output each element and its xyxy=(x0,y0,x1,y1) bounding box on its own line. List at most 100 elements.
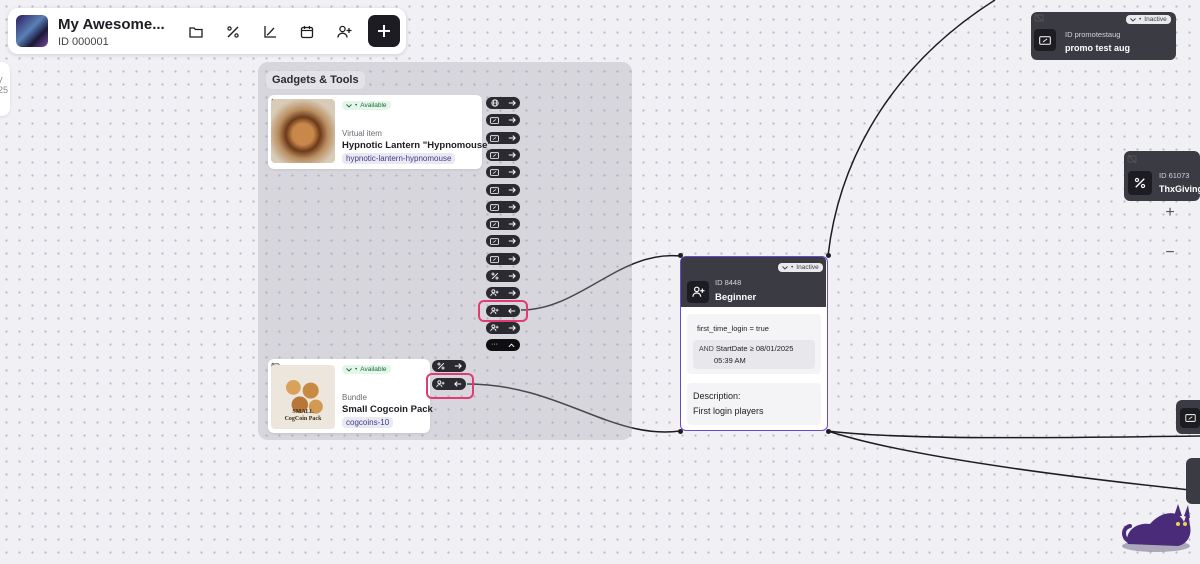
segment-header: •Inactive ID 8448 Beginner xyxy=(681,257,826,307)
node-id: ID promotestaug xyxy=(1065,30,1121,39)
arrow-right-icon xyxy=(508,325,516,331)
port-segment-top-right[interactable] xyxy=(826,253,831,258)
connector-percent[interactable] xyxy=(432,360,466,372)
project-thumbnail[interactable] xyxy=(16,15,48,47)
status-text: Inactive xyxy=(796,264,819,271)
condition-first-login: first_time_login = true xyxy=(697,324,769,333)
status-badge[interactable]: •Inactive xyxy=(1126,15,1171,24)
chevron-up-icon xyxy=(508,342,515,347)
chart-icon[interactable] xyxy=(260,22,280,42)
eye-off-icon[interactable] xyxy=(1034,13,1044,23)
percent-icon xyxy=(437,362,444,370)
coupon-icon xyxy=(490,255,500,263)
edge-text-2: 25 xyxy=(0,85,9,95)
arrow-right-icon xyxy=(508,204,516,210)
start-time-text: 05:39 AM xyxy=(714,356,746,365)
item-slug: cogcoins-10 xyxy=(342,417,394,428)
user-add-icon[interactable] xyxy=(334,22,354,42)
segment-node-beginner[interactable]: •Inactive ID 8448 Beginner first_time_lo… xyxy=(680,256,828,431)
node-name: ThxGiving xyxy=(1159,184,1200,194)
segment-conditions[interactable]: first_time_login = true AND StartDate ≥ … xyxy=(687,314,821,374)
coupon-icon xyxy=(490,203,500,211)
eye-off-icon[interactable] xyxy=(1127,154,1137,164)
condition-start-date: AND StartDate ≥ 08/01/2025 05:39 AM xyxy=(693,340,815,369)
item-card-hypnotic-lantern[interactable]: •Available Virtual item Hypnotic Lantern… xyxy=(268,95,492,169)
percent-icon[interactable] xyxy=(223,22,243,42)
item-name: Hypnotic Lantern "Hypnomouse" xyxy=(342,140,492,151)
project-title[interactable]: My Awesome... xyxy=(58,16,165,33)
connector-user-add-selected[interactable] xyxy=(432,378,466,390)
arrow-right-icon xyxy=(508,100,516,106)
zoom-in-button[interactable]: + xyxy=(1165,204,1175,221)
project-toolbar: My Awesome... ID 000001 xyxy=(8,8,406,54)
description-text: First login players xyxy=(693,406,764,416)
cat-mascot-icon[interactable] xyxy=(1118,498,1196,554)
folder-icon[interactable] xyxy=(186,22,206,42)
port-segment-top-left[interactable] xyxy=(678,253,683,258)
connector-coupon[interactable] xyxy=(486,114,520,126)
connector-coupon[interactable] xyxy=(486,166,520,178)
connector-user-add-selected[interactable] xyxy=(486,305,520,317)
arrow-right-icon xyxy=(508,221,516,227)
project-id: ID 000001 xyxy=(58,36,109,48)
offscreen-node-left[interactable]: y 25 xyxy=(0,62,10,116)
status-badge[interactable]: •Available xyxy=(342,101,391,110)
connector-coupon[interactable] xyxy=(486,235,520,247)
chevron-down-icon xyxy=(1130,17,1136,22)
globe-icon xyxy=(490,99,499,107)
arrow-right-icon xyxy=(508,152,516,158)
connector-user-add[interactable] xyxy=(486,322,520,334)
add-node-button[interactable] xyxy=(368,15,400,47)
selected-connector-frame xyxy=(426,373,474,399)
coupon-icon xyxy=(490,237,500,245)
zoom-out-button[interactable]: − xyxy=(1165,244,1175,261)
wire-segment-to-right-2 xyxy=(827,430,1191,491)
node-offscreen-right-2[interactable] xyxy=(1186,458,1200,504)
connector-coupon[interactable] xyxy=(486,184,520,196)
item-type: Virtual item xyxy=(342,129,382,138)
percent-icon xyxy=(491,272,498,280)
connector-user-add[interactable] xyxy=(486,287,520,299)
user-add-icon xyxy=(490,307,499,315)
connector-coupon[interactable] xyxy=(486,149,520,161)
arrow-right-icon xyxy=(508,187,516,193)
calendar-icon[interactable] xyxy=(297,22,317,42)
port-segment-bottom-left[interactable] xyxy=(678,429,683,434)
arrow-right-icon xyxy=(508,117,516,123)
item-slug: hypnotic-lantern-hypnomouse xyxy=(342,153,456,164)
wire-segment-to-promo xyxy=(827,0,996,257)
percent-icon xyxy=(1128,171,1152,195)
status-badge[interactable]: •Available xyxy=(342,365,391,374)
connector-globe[interactable] xyxy=(486,97,520,109)
node-thxgiving[interactable]: ID 61073 ThxGiving xyxy=(1124,151,1200,201)
arrow-right-icon xyxy=(508,273,516,279)
segment-description[interactable]: Description: First login players xyxy=(687,383,821,425)
arrow-left-icon xyxy=(453,381,461,387)
selected-connector-frame xyxy=(478,300,528,322)
user-add-icon xyxy=(490,289,499,297)
coupon-icon xyxy=(1034,29,1056,51)
connector-coupon[interactable] xyxy=(486,218,520,230)
arrow-right-icon xyxy=(508,169,516,175)
port-segment-bottom-right[interactable] xyxy=(826,429,831,434)
status-badge[interactable]: •Inactive xyxy=(778,263,823,272)
coupon-icon xyxy=(490,134,500,142)
connector-coupon[interactable] xyxy=(486,201,520,213)
connector-more-toggle[interactable]: ··· xyxy=(486,339,520,351)
node-offscreen-right-1[interactable] xyxy=(1176,400,1200,434)
arrow-right-icon xyxy=(508,290,516,296)
node-promo-test-aug[interactable]: •Inactive ID promotestaug promo test aug xyxy=(1031,12,1176,60)
node-id: ID 61073 xyxy=(1159,171,1190,180)
arrow-right-icon xyxy=(454,363,462,369)
connector-coupon[interactable] xyxy=(486,253,520,265)
coupon-icon xyxy=(490,186,500,194)
group-label[interactable]: Gadgets & Tools xyxy=(266,71,365,89)
connector-percent[interactable] xyxy=(486,270,520,282)
node-name: promo test aug xyxy=(1065,43,1131,53)
arrow-left-icon xyxy=(507,308,515,314)
connector-coupon[interactable] xyxy=(486,132,520,144)
item-image-lantern xyxy=(271,99,335,163)
